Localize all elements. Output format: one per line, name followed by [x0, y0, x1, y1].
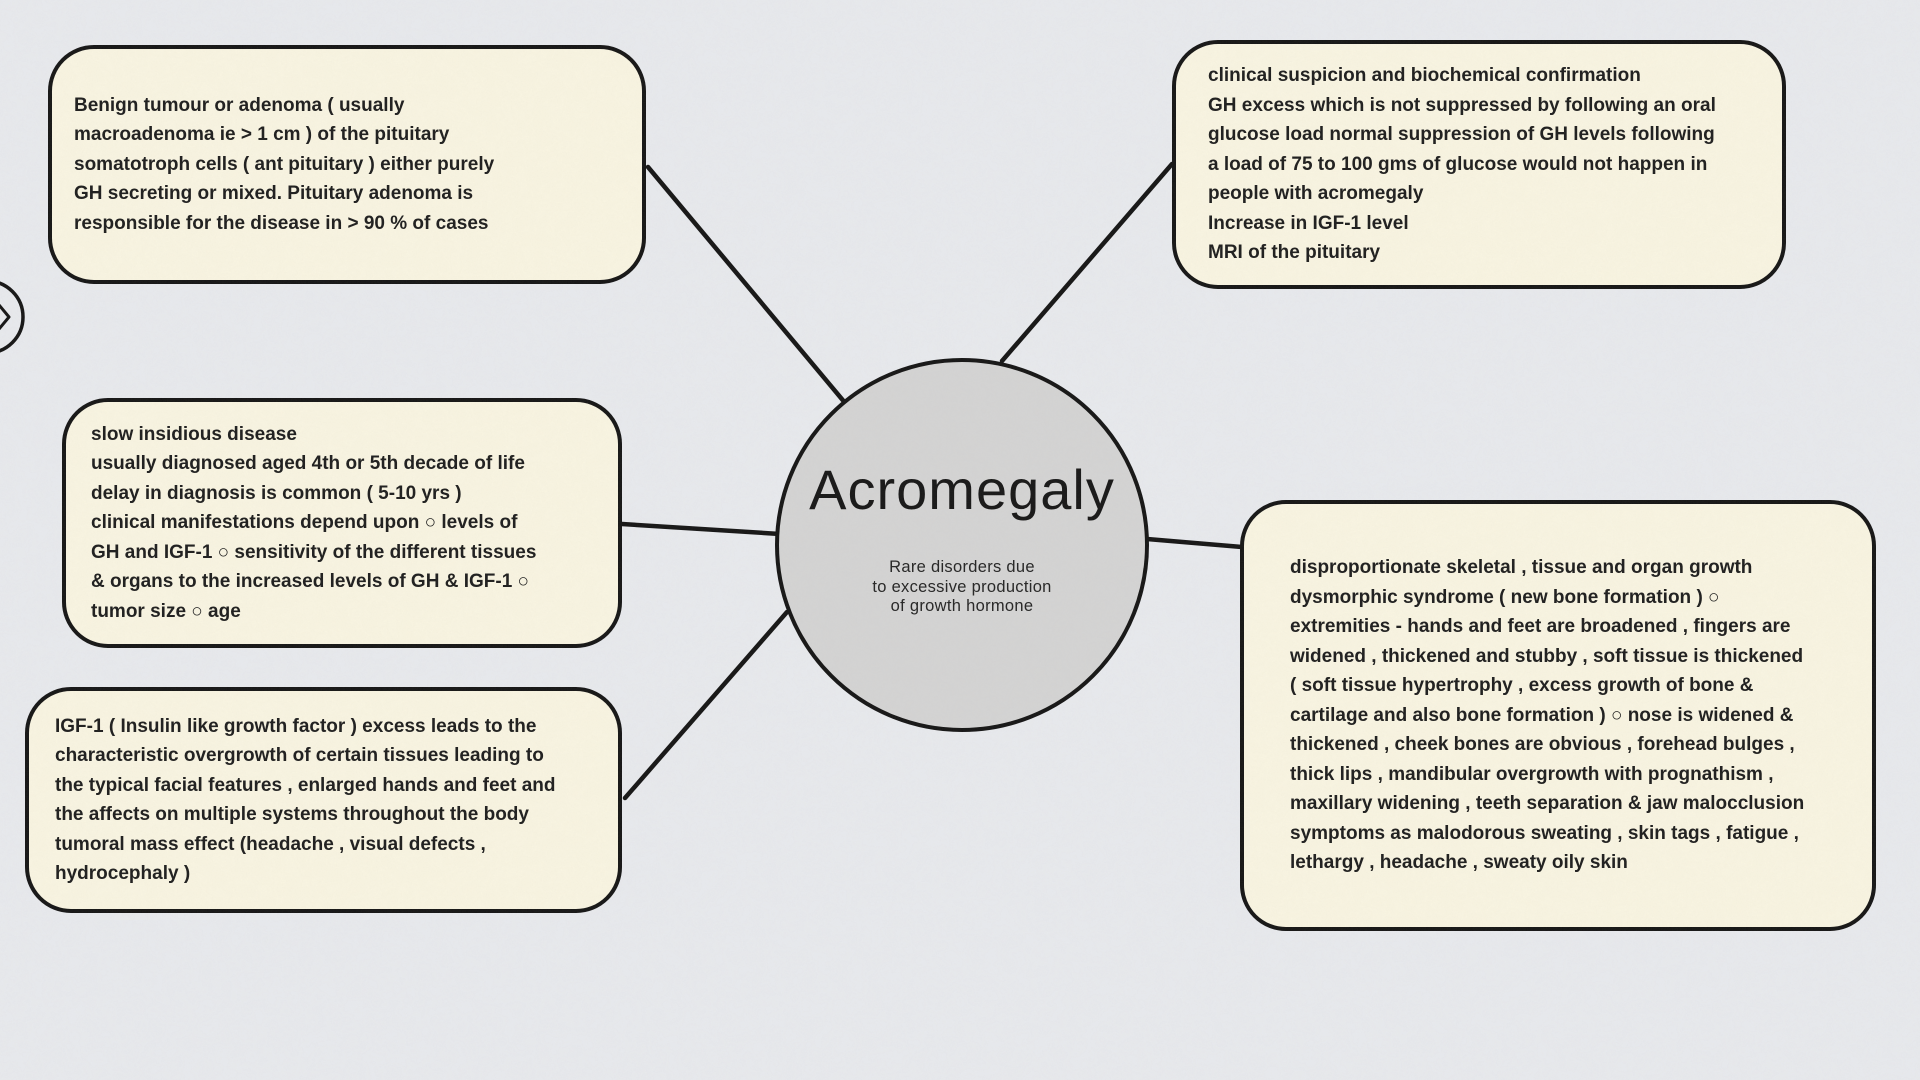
chevron-right-icon: [0, 304, 11, 330]
topic-title: Acromegaly: [809, 458, 1115, 521]
node-cause-box[interactable]: Benign tumour or adenoma ( usually macro…: [48, 45, 646, 284]
node-diagnosis-text: clinical suspicion and biochemical confi…: [1208, 65, 1716, 264]
connector-line-course: [619, 521, 783, 537]
connector-line-cause: [645, 164, 849, 407]
node-features-text: disproportionate skeletal , tissue and o…: [1290, 557, 1805, 874]
connector-line-igf1: [622, 609, 790, 801]
node-features-box[interactable]: disproportionate skeletal , tissue and o…: [1240, 500, 1876, 931]
edge-circle-button[interactable]: [0, 281, 25, 353]
center-topic-circle[interactable]: Acromegaly Rare disorders due to excessi…: [775, 358, 1149, 732]
node-igf1-text: IGF-1 ( Insulin like growth factor ) exc…: [55, 715, 556, 885]
node-course-text: slow insidious disease usually diagnosed…: [91, 423, 537, 622]
topic-subtitle: Rare disorders due to excessive producti…: [872, 558, 1052, 615]
node-course-box[interactable]: slow insidious disease usually diagnosed…: [62, 398, 622, 648]
connector-line-features: [1144, 536, 1245, 550]
node-diagnosis-box[interactable]: clinical suspicion and biochemical confi…: [1172, 40, 1786, 289]
node-igf1-box[interactable]: IGF-1 ( Insulin like growth factor ) exc…: [25, 687, 622, 913]
node-cause-text: Benign tumour or adenoma ( usually macro…: [74, 94, 495, 234]
connector-line-diagnosis: [999, 161, 1175, 364]
